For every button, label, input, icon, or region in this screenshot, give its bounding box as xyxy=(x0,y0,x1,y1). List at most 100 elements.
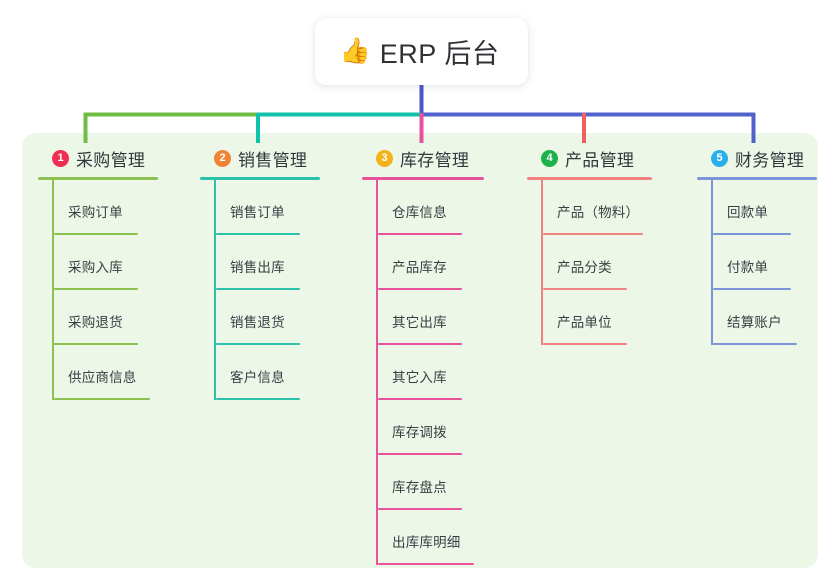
branch-item-label: 产品单位 xyxy=(557,315,612,330)
branch-item-label: 产品分类 xyxy=(557,260,612,275)
branch-title: 采购管理 xyxy=(76,150,146,170)
branch-number-badge: 5 xyxy=(711,149,728,167)
branch-item[interactable]: 付款单 xyxy=(711,235,807,290)
branch-item-label: 销售退货 xyxy=(230,315,285,330)
branch-item-underline xyxy=(216,398,300,400)
branch-item[interactable]: 销售订单 xyxy=(214,180,310,235)
branch-item-label: 客户信息 xyxy=(230,370,285,385)
branch-title: 产品管理 xyxy=(565,150,635,170)
branch-item-label: 出库库明细 xyxy=(392,535,461,550)
branch-item[interactable]: 仓库信息 xyxy=(376,180,474,235)
branch-item-label: 采购退货 xyxy=(68,315,123,330)
branch-item-underline xyxy=(216,233,300,235)
branch-header-5[interactable]: 5 财务管理 xyxy=(697,145,807,171)
branch-item-label: 回款单 xyxy=(727,205,769,220)
branch-item-list: 采购订单采购入库采购退货供应商信息 xyxy=(38,180,150,400)
branch-item[interactable]: 结算账户 xyxy=(711,290,807,345)
branch-item-list: 回款单付款单结算账户 xyxy=(697,180,807,345)
root-node-content: 👍 ERP 后台 xyxy=(340,32,500,71)
branch-item[interactable]: 产品（物料） xyxy=(541,180,643,235)
branch-item-underline xyxy=(378,398,462,400)
branch-item-label: 产品库存 xyxy=(392,260,447,275)
branch-item-label: 其它出库 xyxy=(392,315,447,330)
branch-spine xyxy=(376,180,378,565)
branch-item-underline xyxy=(378,343,462,345)
branch-item-label: 其它入库 xyxy=(392,370,447,385)
branch-item[interactable]: 库存盘点 xyxy=(376,455,474,510)
branch-item-underline xyxy=(216,343,300,345)
diagram-canvas-panel xyxy=(22,133,818,568)
branch-item[interactable]: 采购订单 xyxy=(52,180,148,235)
branch-header-underline xyxy=(527,177,652,180)
branch-item-underline xyxy=(54,288,138,290)
branch-header-2[interactable]: 2 销售管理 xyxy=(200,145,310,171)
branch-item-underline xyxy=(378,563,474,565)
branch-item-underline xyxy=(378,508,462,510)
branch-spine xyxy=(711,180,713,345)
branch-item-label: 销售出库 xyxy=(230,260,285,275)
branch-item-underline xyxy=(713,343,797,345)
root-node-title: ERP 后台 xyxy=(379,39,500,69)
branch-number-badge: 4 xyxy=(541,149,558,167)
branch-number-badge: 1 xyxy=(52,149,69,167)
branch-item-underline xyxy=(54,398,150,400)
branch-item-label: 销售订单 xyxy=(230,205,285,220)
branch-column-5[interactable]: 5 财务管理回款单付款单结算账户 xyxy=(697,145,817,345)
branch-number-badge: 3 xyxy=(376,149,393,167)
branch-item[interactable]: 供应商信息 xyxy=(52,345,150,400)
branch-item-label: 库存盘点 xyxy=(392,480,447,495)
branch-item[interactable]: 其它入库 xyxy=(376,345,474,400)
branch-item[interactable]: 客户信息 xyxy=(214,345,310,400)
branch-header-underline xyxy=(38,177,158,180)
branch-item-label: 采购订单 xyxy=(68,205,123,220)
branch-column-3[interactable]: 3 库存管理仓库信息产品库存其它出库其它入库库存调拨库存盘点出库库明细 xyxy=(362,145,484,565)
branch-item[interactable]: 销售出库 xyxy=(214,235,310,290)
branch-header-underline xyxy=(200,177,320,180)
branch-title: 财务管理 xyxy=(735,150,805,170)
branch-item-underline xyxy=(543,288,627,290)
branch-title: 销售管理 xyxy=(238,150,308,170)
branch-header-4[interactable]: 4 产品管理 xyxy=(527,145,642,171)
branch-item-underline xyxy=(216,288,300,290)
branch-column-2[interactable]: 2 销售管理销售订单销售出库销售退货客户信息 xyxy=(200,145,320,400)
branch-item-underline xyxy=(54,343,138,345)
branch-item[interactable]: 产品分类 xyxy=(541,235,642,290)
branch-item[interactable]: 回款单 xyxy=(711,180,807,235)
branch-item[interactable]: 库存调拨 xyxy=(376,400,474,455)
branch-item-underline xyxy=(543,343,627,345)
branch-item[interactable]: 销售退货 xyxy=(214,290,310,345)
branch-item-list: 销售订单销售出库销售退货客户信息 xyxy=(200,180,310,400)
branch-header-1[interactable]: 1 采购管理 xyxy=(38,145,148,171)
branch-spine xyxy=(214,180,216,400)
branch-item-label: 库存调拨 xyxy=(392,425,447,440)
branch-column-1[interactable]: 1 采购管理采购订单采购入库采购退货供应商信息 xyxy=(38,145,158,400)
branch-item-underline xyxy=(378,453,462,455)
branch-spine xyxy=(52,180,54,400)
branch-title: 库存管理 xyxy=(400,150,470,170)
branch-item[interactable]: 采购退货 xyxy=(52,290,148,345)
branch-spine xyxy=(541,180,543,345)
root-node[interactable]: 👍 ERP 后台 xyxy=(315,18,528,85)
branch-item-underline xyxy=(378,233,462,235)
branch-item-underline xyxy=(713,233,791,235)
branch-item-underline xyxy=(543,233,643,235)
branch-item-underline xyxy=(54,233,138,235)
branch-item-label: 供应商信息 xyxy=(68,370,137,385)
branch-item[interactable]: 采购入库 xyxy=(52,235,148,290)
branch-number-badge: 2 xyxy=(214,149,231,167)
branch-column-4[interactable]: 4 产品管理产品（物料） 产品分类产品单位 xyxy=(527,145,652,345)
branch-item[interactable]: 产品单位 xyxy=(541,290,642,345)
branch-item-list: 仓库信息产品库存其它出库其它入库库存调拨库存盘点出库库明细 xyxy=(362,180,474,565)
branch-item[interactable]: 出库库明细 xyxy=(376,510,474,565)
branch-item-label: 付款单 xyxy=(727,260,769,275)
thumbs-up-icon: 👍 xyxy=(339,37,371,65)
branch-item-label: 仓库信息 xyxy=(392,205,447,220)
branch-header-underline xyxy=(697,177,817,180)
branch-header-3[interactable]: 3 库存管理 xyxy=(362,145,474,171)
branch-item-list: 产品（物料） 产品分类产品单位 xyxy=(527,180,643,345)
branch-item[interactable]: 其它出库 xyxy=(376,290,474,345)
branch-item[interactable]: 产品库存 xyxy=(376,235,474,290)
